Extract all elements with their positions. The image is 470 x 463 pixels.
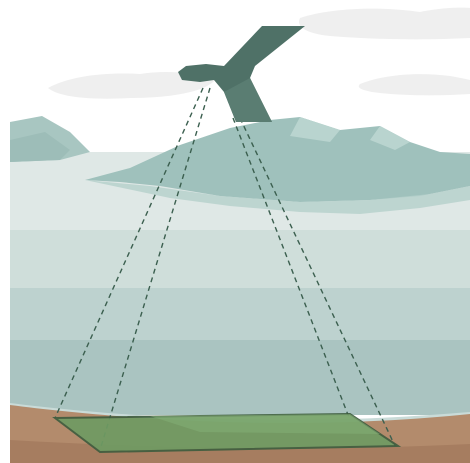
cloud-top-right bbox=[299, 8, 470, 40]
cloud-right bbox=[359, 74, 470, 95]
footprint-icon bbox=[55, 414, 398, 452]
left-margin bbox=[0, 0, 10, 463]
water-band-4 bbox=[10, 340, 470, 415]
aircraft-icon bbox=[178, 26, 305, 122]
water-band-2 bbox=[10, 230, 470, 288]
water-band-3 bbox=[10, 288, 470, 340]
